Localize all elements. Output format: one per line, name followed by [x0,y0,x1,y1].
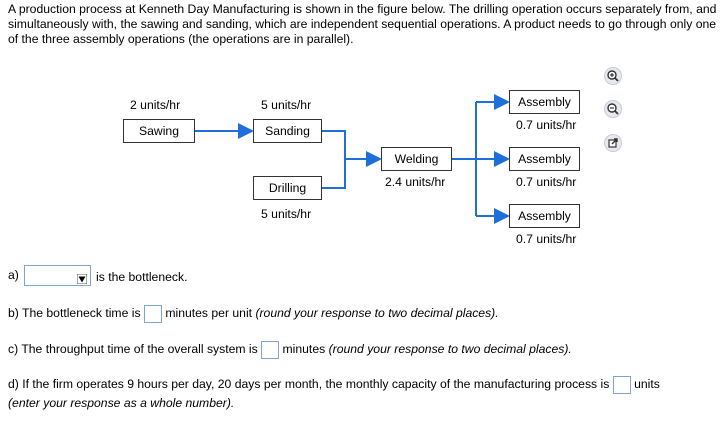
question-d-text: d) If the firm operates 9 hours per day,… [8,377,610,392]
assembly-label: Assembly [518,95,571,109]
assembly-box-1: Assembly [509,90,580,114]
assembly-rate: 0.7 units/hr [516,232,577,246]
sawing-box: Sawing [123,119,195,143]
drilling-label: Drilling [268,181,307,195]
assembly-box-3: Assembly [509,204,580,228]
problem-intro: A production process at Kenneth Day Manu… [8,2,717,46]
sanding-box: Sanding [253,119,322,143]
sanding-rate: 5 units/hr [261,98,312,112]
question-c-hint: (round your response to two decimal plac… [328,342,572,357]
question-a-text: is the bottleneck. [96,270,188,284]
question-d: d) If the firm operates 9 hours per day,… [8,376,660,394]
sawing-rate: 2 units/hr [130,98,181,112]
sanding-label: Sanding [265,124,310,138]
question-c: c) The throughput time of the overall sy… [8,341,572,359]
bottleneck-select[interactable] [24,265,91,286]
assembly-rate: 0.7 units/hr [516,175,577,189]
question-a-prefix: a) [8,268,19,282]
zoom-in-icon[interactable] [603,66,623,86]
question-d-hint-line: (enter your response as a whole number). [8,396,234,410]
question-d-hint: (enter your response as a whole number). [8,396,235,410]
drilling-box: Drilling [253,176,322,200]
assembly-rate: 0.7 units/hr [516,118,577,132]
popout-icon[interactable] [603,133,623,153]
question-d-unit: units [634,377,660,392]
assembly-label: Assembly [518,209,571,223]
dropdown-arrow-icon [76,271,88,289]
drilling-rate: 5 units/hr [261,207,312,221]
monthly-capacity-input[interactable] [612,376,631,394]
question-b: b) The bottleneck time is minutes per un… [8,305,499,323]
zoom-out-icon[interactable] [603,99,623,119]
connector-sanding-drilling [322,130,346,189]
welding-rate: 2.4 units/hr [385,175,446,189]
welding-label: Welding [394,152,439,166]
assembly-box-2: Assembly [509,147,580,171]
question-c-unit: minutes [282,342,326,357]
assembly-label: Assembly [518,152,571,166]
bottleneck-time-input[interactable] [143,305,162,323]
question-b-hint: (round your response to two decimal plac… [255,306,499,321]
welding-box: Welding [381,147,452,171]
sawing-label: Sawing [139,124,179,138]
question-b-unit: minutes per unit [165,306,253,321]
throughput-time-input[interactable] [261,341,280,359]
question-b-text: b) The bottleneck time is [8,306,141,321]
question-c-text: c) The throughput time of the overall sy… [8,342,258,357]
